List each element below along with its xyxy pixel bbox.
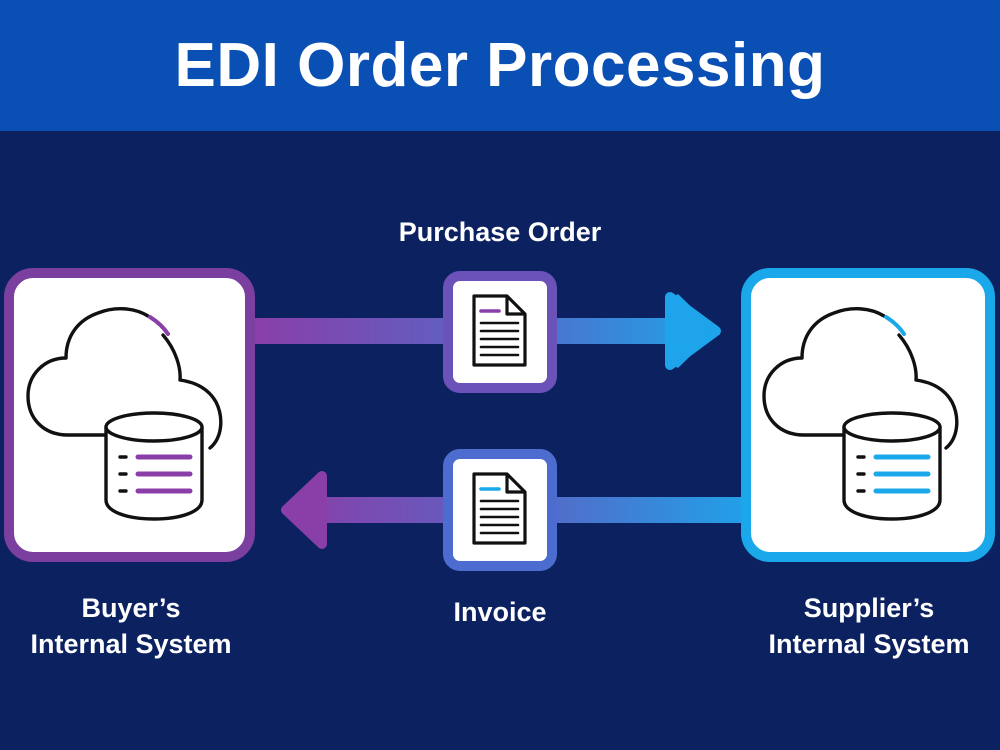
cloud-icon bbox=[762, 307, 959, 450]
supplier-system-box bbox=[741, 268, 995, 562]
buyer-system-label: Buyer’s Internal System bbox=[0, 590, 262, 662]
buyer-label-line2: Internal System bbox=[30, 629, 232, 659]
invoice-document bbox=[443, 449, 557, 571]
buyer-label-line1: Buyer’s bbox=[81, 593, 181, 623]
database-icon bbox=[842, 411, 942, 521]
cloud-accent bbox=[884, 315, 906, 336]
supplier-system-label: Supplier’s Internal System bbox=[738, 590, 1000, 662]
supplier-label-line2: Internal System bbox=[768, 629, 970, 659]
invoice-document-icon bbox=[472, 472, 527, 545]
cloud-accent bbox=[148, 315, 170, 336]
database-icon bbox=[104, 411, 204, 521]
header-bar: EDI Order Processing bbox=[0, 0, 1000, 131]
cloud-icon bbox=[26, 307, 223, 450]
supplier-label-line1: Supplier’s bbox=[803, 593, 935, 623]
purchase-order-label: Purchase Order bbox=[398, 217, 602, 247]
arrow-left-icon bbox=[281, 471, 327, 549]
purchase-order-document-icon bbox=[472, 294, 527, 367]
page-title: EDI Order Processing bbox=[174, 31, 826, 100]
purchase-order-document bbox=[443, 271, 557, 393]
buyer-system-box bbox=[4, 268, 255, 562]
invoice-label: Invoice bbox=[453, 597, 547, 627]
